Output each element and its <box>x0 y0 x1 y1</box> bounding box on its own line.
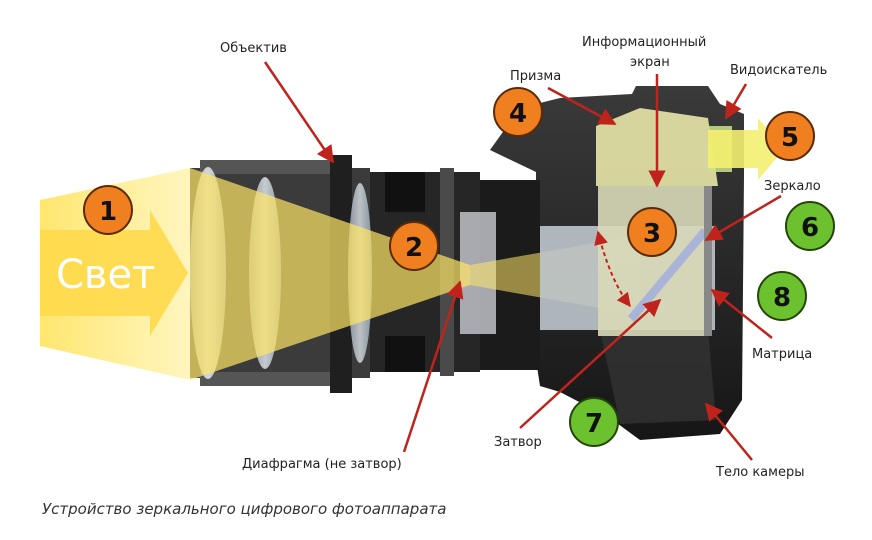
arrow-body <box>704 402 753 461</box>
marker-2: 2 <box>389 221 439 271</box>
marker-2-number: 2 <box>405 233 423 263</box>
mirror-flip-arrow <box>594 230 631 308</box>
marker-4: 4 <box>493 87 543 137</box>
marker-5: 5 <box>765 111 815 161</box>
pointer-arrows <box>263 61 782 461</box>
arrow-aperture <box>402 280 464 453</box>
arrow-prism <box>547 86 617 126</box>
marker-1-number: 1 <box>99 197 117 227</box>
arrow-mirror <box>704 194 782 242</box>
arrow-lens <box>263 61 335 164</box>
marker-8-number: 8 <box>773 283 791 313</box>
marker-7: 7 <box>569 397 619 447</box>
marker-3: 3 <box>627 207 677 257</box>
label-aperture: Диафрагма (не затвор) <box>242 457 402 472</box>
label-info-screen-1: Информационный <box>582 35 706 50</box>
marker-3-number: 3 <box>643 219 661 249</box>
label-mirror: Зеркало <box>764 179 821 194</box>
marker-5-number: 5 <box>781 123 799 153</box>
sensor <box>704 186 712 336</box>
label-lens: Объектив <box>220 41 287 56</box>
marker-7-number: 7 <box>585 409 603 439</box>
label-body: Тело камеры <box>715 465 804 480</box>
marker-1: 1 <box>83 185 133 235</box>
figure-caption: Устройство зеркального цифрового фотоапп… <box>42 500 447 518</box>
label-prism: Призма <box>510 69 561 84</box>
light-label: Свет <box>56 252 155 298</box>
arrow-viewfinder <box>724 83 748 120</box>
arrow-shutter <box>519 298 662 429</box>
marker-8: 8 <box>757 271 807 321</box>
label-sensor: Матрица <box>752 347 812 362</box>
prism <box>596 108 784 186</box>
marker-6: 6 <box>785 201 835 251</box>
mirror <box>628 228 708 322</box>
label-shutter: Затвор <box>494 435 542 450</box>
marker-4-number: 4 <box>509 99 527 129</box>
arrow-sensor <box>710 288 773 339</box>
camera-diagram: Свет Объектив Призма Информационный экра… <box>40 35 835 480</box>
label-info-screen-2: экран <box>630 55 670 70</box>
label-viewfinder: Видоискатель <box>730 63 827 78</box>
marker-6-number: 6 <box>801 213 819 243</box>
